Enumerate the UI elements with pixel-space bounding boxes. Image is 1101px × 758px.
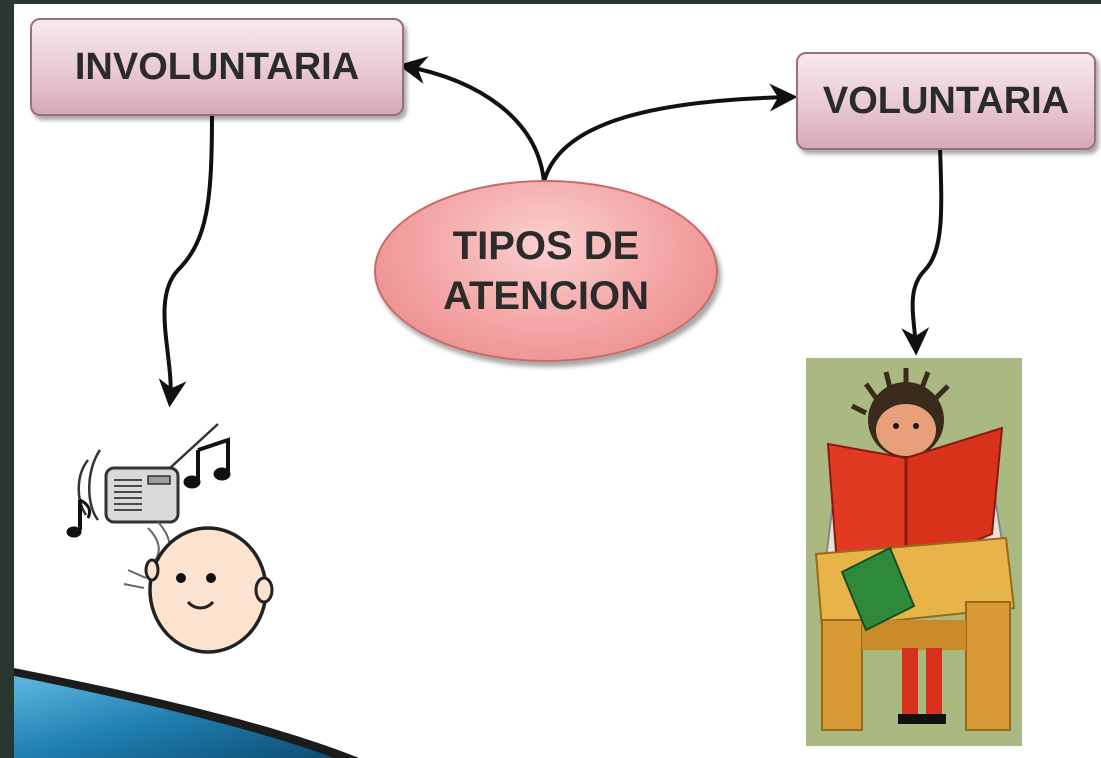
- center-label-line2: ATENCION: [443, 274, 649, 318]
- radio-and-face-icon: [66, 423, 274, 654]
- arrow-center-to-involuntaria: [398, 56, 546, 183]
- node-voluntaria: VOLUNTARIA: [796, 52, 1096, 150]
- music-note-icon: [66, 437, 231, 538]
- arrow-involuntaria-to-image: [158, 111, 214, 408]
- red-book: [826, 426, 1004, 570]
- node-involuntaria: INVOLUNTARIA: [30, 18, 404, 116]
- child-reading-book-icon: [806, 358, 1022, 746]
- radio-icon: [104, 423, 219, 524]
- green-book: [840, 546, 916, 632]
- slide-corner-decoration: [14, 668, 359, 758]
- child-face: [876, 404, 936, 456]
- arrow-center-to-voluntaria: [542, 83, 798, 183]
- arrow-voluntaria-to-image: [901, 145, 944, 356]
- node-voluntaria-label: VOLUNTARIA: [822, 79, 1070, 122]
- child-legs: [898, 648, 946, 724]
- face-icon: [144, 526, 274, 654]
- node-tipos-de-atencion: TIPOS DE ATENCION: [374, 180, 718, 362]
- node-involuntaria-label: INVOLUNTARIA: [74, 45, 360, 88]
- sound-waves-left: [77, 449, 102, 521]
- center-label-line1: TIPOS DE: [452, 224, 640, 268]
